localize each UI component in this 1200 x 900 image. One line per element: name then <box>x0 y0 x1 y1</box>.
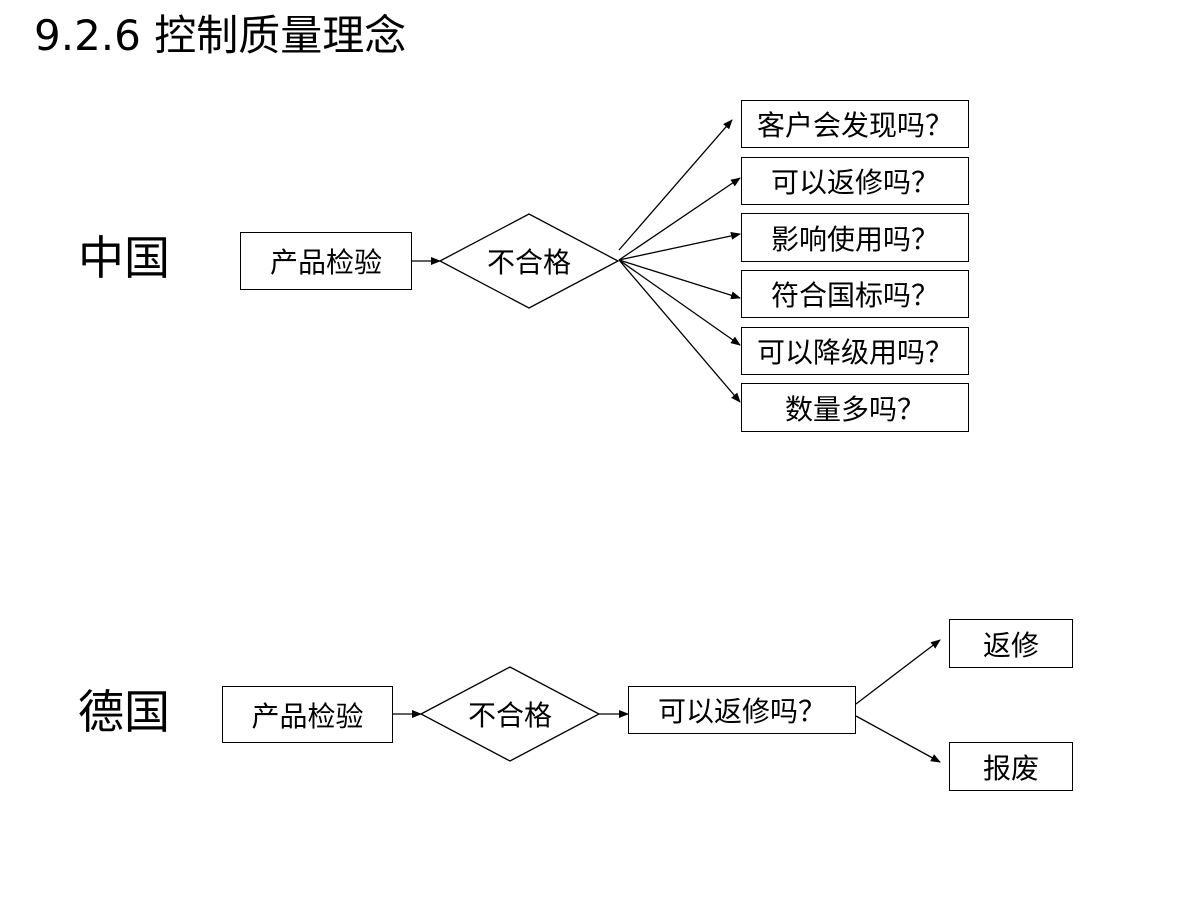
country-label-china: 中国 <box>78 231 170 285</box>
arrow-to-repair <box>855 639 941 705</box>
country-label-germany: 德国 <box>78 685 170 739</box>
arrow-to-q5 <box>618 259 741 346</box>
arrow-to-q4 <box>618 259 741 300</box>
decision-label-de: 不合格 <box>467 699 552 732</box>
question-box-4: 符合国标吗？ <box>741 270 969 318</box>
decision-diamond-cn <box>438 213 620 309</box>
arrow-to-scrap <box>855 715 941 763</box>
inspection-box-cn: 产品检验 <box>240 232 412 290</box>
question-box-5: 可以降级用吗？ <box>741 327 969 375</box>
question-box-2: 可以返修吗？ <box>741 157 969 205</box>
arrow-to-q3 <box>618 231 741 261</box>
outcome-repair-box: 返修 <box>949 619 1073 668</box>
question-box-3: 影响使用吗？ <box>741 213 969 262</box>
question-box-de: 可以返修吗？ <box>628 686 856 734</box>
question-box-6: 数量多吗？ <box>741 383 969 432</box>
page-title: 9.2.6 控制质量理念 <box>34 11 407 60</box>
question-box-1: 客户会发现吗？ <box>741 100 969 148</box>
arrow-to-q6 <box>618 259 741 403</box>
arrow-to-q2 <box>618 177 741 261</box>
arrow-to-q1 <box>618 119 733 251</box>
outcome-scrap-box: 报废 <box>949 742 1073 791</box>
inspection-box-de: 产品检验 <box>222 686 393 743</box>
decision-label-cn: 不合格 <box>486 246 571 279</box>
